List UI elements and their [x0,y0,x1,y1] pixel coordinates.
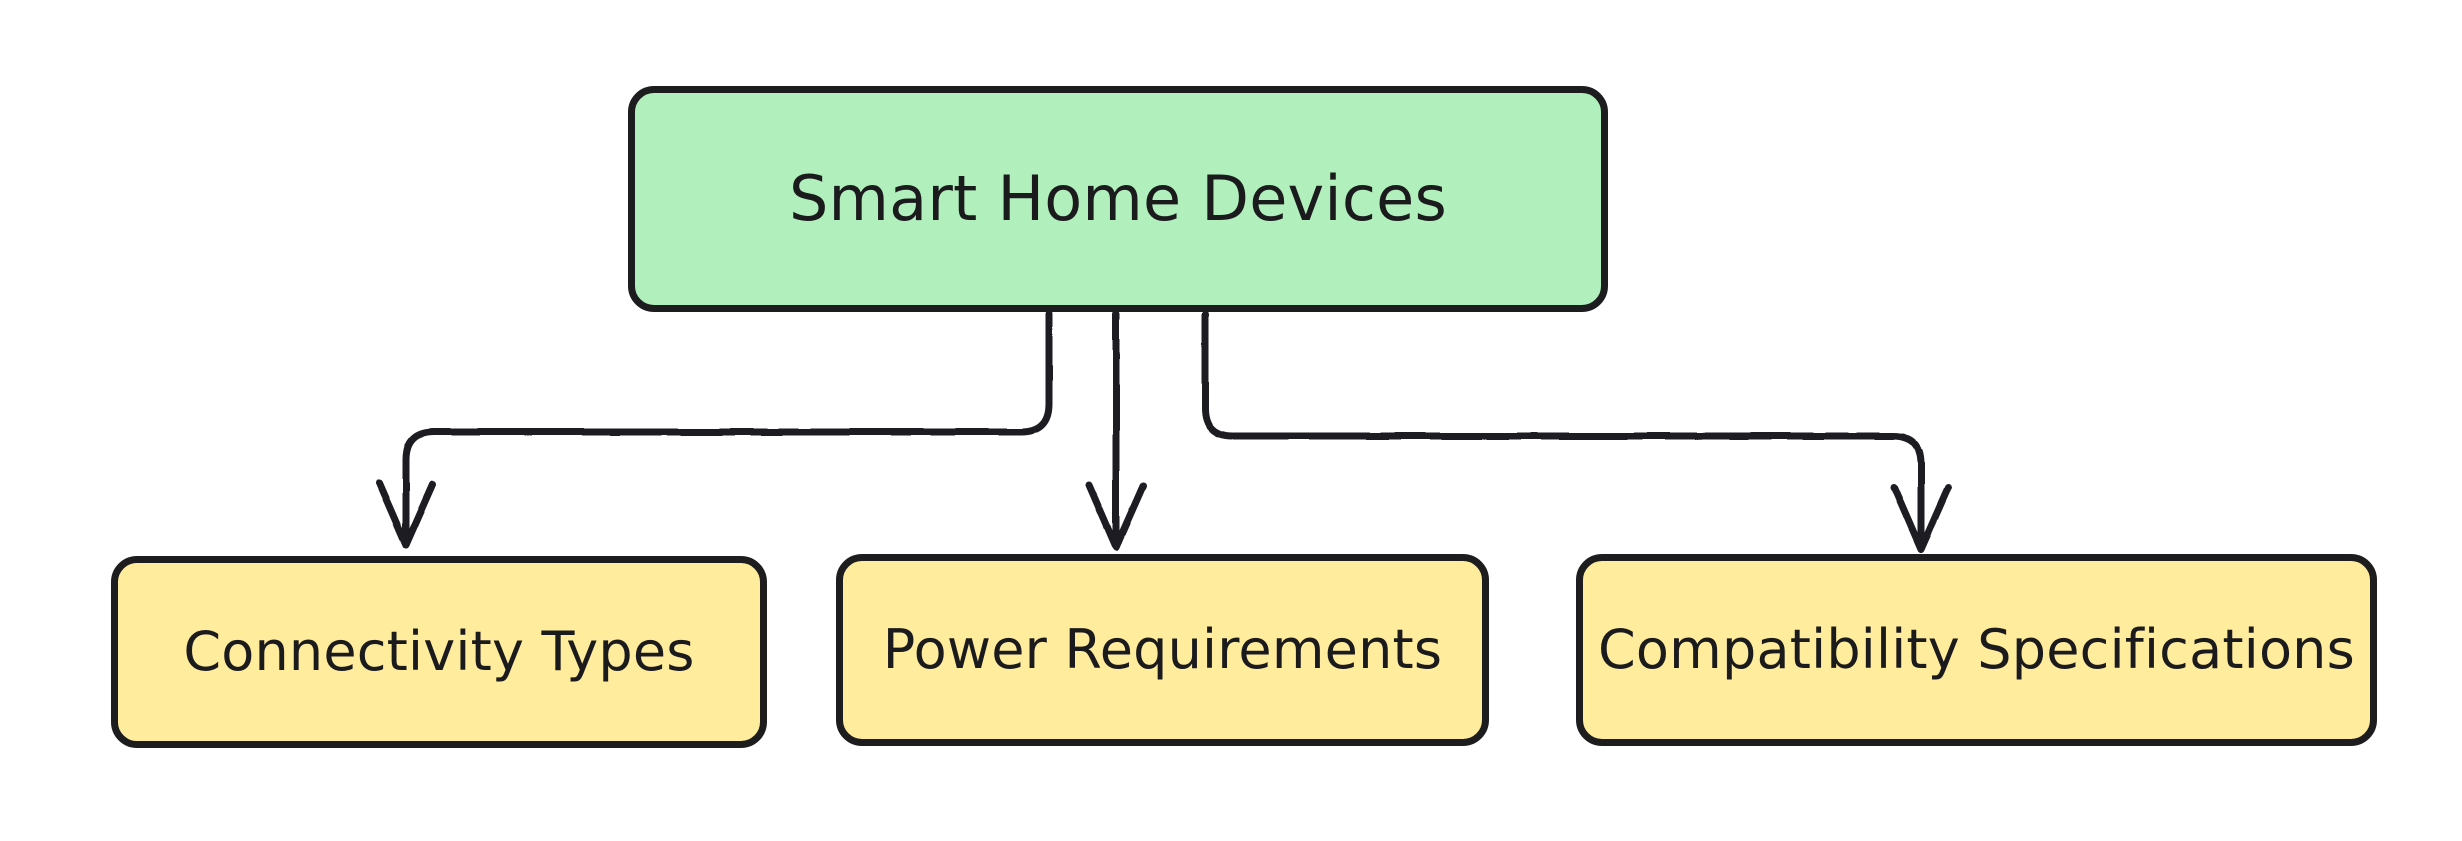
node-label-connectivity-types: Connectivity Types [183,619,695,683]
node-power-requirements[interactable]: Power Requirements [836,554,1489,746]
node-compatibility-specifications[interactable]: Compatibility Specifications [1576,554,2377,746]
node-label-compatibility-specifications: Compatibility Specifications [1598,617,2355,681]
edge-root-compatibility-arrowhead [1890,483,1952,553]
edge-root-power-arrowhead [1085,481,1147,551]
edge-root-connectivity-path [402,310,1053,545]
node-smart-home-devices[interactable]: Smart Home Devices [628,86,1608,312]
node-connectivity-types[interactable]: Connectivity Types [111,556,767,748]
node-label-power-requirements: Power Requirements [882,617,1443,681]
node-label-root: Smart Home Devices [789,162,1447,236]
edge-root-compatibility-path [1201,310,1925,548]
edge-root-connectivity-arrowhead [375,479,437,549]
